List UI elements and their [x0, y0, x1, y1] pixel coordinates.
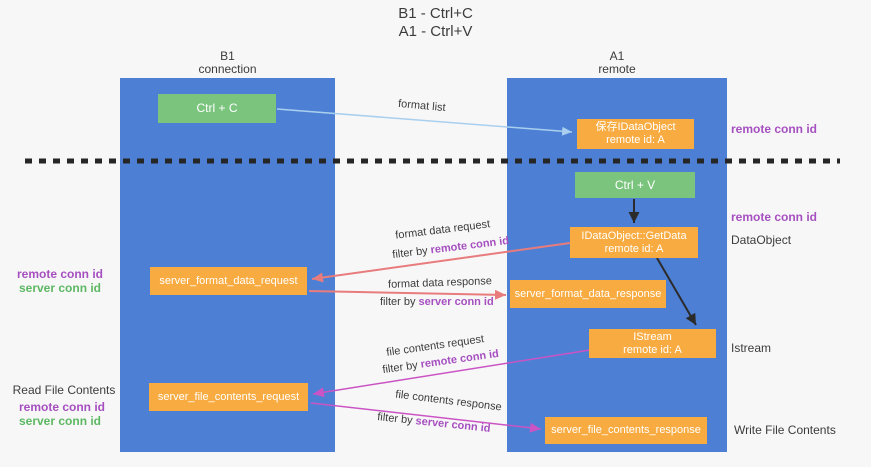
arrow-format-data-response — [308, 289, 507, 300]
server-conn-id-text: server conn id — [418, 296, 494, 308]
node-idataobject-getdata-label: IDataObject::GetData remote id: A — [581, 230, 686, 256]
node-ctrl-c: Ctrl + C — [158, 94, 276, 123]
annotation-remote-conn-id-mid: remote conn id — [731, 210, 818, 224]
node-istream-label: IStream remote id: A — [623, 331, 682, 357]
node-server-format-data-request-label: server_format_data_request — [159, 274, 298, 287]
node-save-idataobject-line2: remote id: A — [606, 134, 665, 146]
node-idataobject-getdata: IDataObject::GetData remote id: A — [570, 227, 698, 258]
filter-by-text: filter by — [380, 296, 419, 308]
node-istream-line1: IStream — [633, 330, 672, 343]
annotation-remote-conn-id-top: remote conn id — [731, 122, 818, 136]
label-filter-by-server-conn-id-1: filter by server conn id — [380, 296, 494, 308]
lifeline-a1-subtitle: remote — [598, 62, 636, 76]
lifeline-a1-title: A1 — [609, 49, 625, 63]
lifeline-b1-title: B1 — [220, 49, 235, 63]
node-save-idataobject: 保存IDataObject remote id: A — [577, 119, 694, 149]
annotation-left-server-conn-id: server conn id — [18, 281, 102, 295]
node-idataobject-getdata-line2: remote id: A — [604, 242, 664, 255]
filter-by-text: filter by — [376, 411, 417, 428]
diagram-title: B1 - Ctrl+C A1 - Ctrl+V — [0, 5, 871, 41]
annotation-istream: Istream — [731, 341, 772, 355]
node-ctrl-v-label: Ctrl + V — [614, 177, 656, 192]
filter-by-text: filter by — [391, 244, 432, 262]
annotation-left2-remote-conn-id: remote conn id — [18, 400, 105, 414]
node-idataobject-getdata-line1: IDataObject::GetData — [581, 229, 687, 242]
annotation-dataobject: DataObject — [731, 233, 792, 247]
node-server-file-contents-request: server_file_contents_request — [149, 383, 308, 411]
annotation-write-file-contents: Write File Contents — [734, 423, 836, 437]
node-istream-line2: remote id: A — [623, 343, 682, 356]
node-ctrl-c-label: Ctrl + C — [196, 101, 238, 115]
filter-by-text: filter by — [381, 358, 422, 377]
node-save-idataobject-line1: 保存IDataObject — [595, 121, 676, 133]
node-server-format-data-response-label: server_format_data_response — [514, 287, 662, 300]
node-server-file-contents-response: server_file_contents_response — [545, 417, 707, 444]
annotation-left-remote-conn-id: remote conn id — [16, 267, 103, 281]
node-save-idataobject-label: 保存IDataObject remote id: A — [595, 121, 675, 147]
node-server-format-data-request: server_format_data_request — [150, 267, 307, 295]
remote-conn-id-text: remote conn id — [429, 234, 510, 257]
server-conn-id-text: server conn id — [414, 415, 492, 435]
lifeline-header-a1: A1 remote — [507, 50, 727, 76]
node-ctrl-v: Ctrl + V — [575, 172, 695, 198]
label-format-list: format list — [397, 97, 447, 115]
title-line-2: A1 - Ctrl+V — [398, 23, 473, 40]
node-server-format-data-response: server_format_data_response — [510, 280, 666, 308]
label-format-data-response: format data response — [387, 275, 493, 291]
node-server-file-contents-response-label: server_file_contents_response — [551, 424, 701, 436]
annotation-read-file-contents: Read File Contents — [12, 383, 116, 397]
node-server-file-contents-request-label: server_file_contents_request — [157, 390, 300, 403]
lifeline-b1-subtitle: connection — [198, 62, 257, 76]
label-file-contents-response: file contents response — [394, 388, 503, 414]
annotation-left2-server-conn-id: server conn id — [18, 414, 102, 428]
title-line-1: B1 - Ctrl+C — [398, 5, 473, 22]
node-istream: IStream remote id: A — [589, 329, 716, 358]
lifeline-header-b1: B1 connection — [120, 50, 335, 76]
label-filter-by-server-conn-id-2: filter by server conn id — [377, 411, 491, 435]
